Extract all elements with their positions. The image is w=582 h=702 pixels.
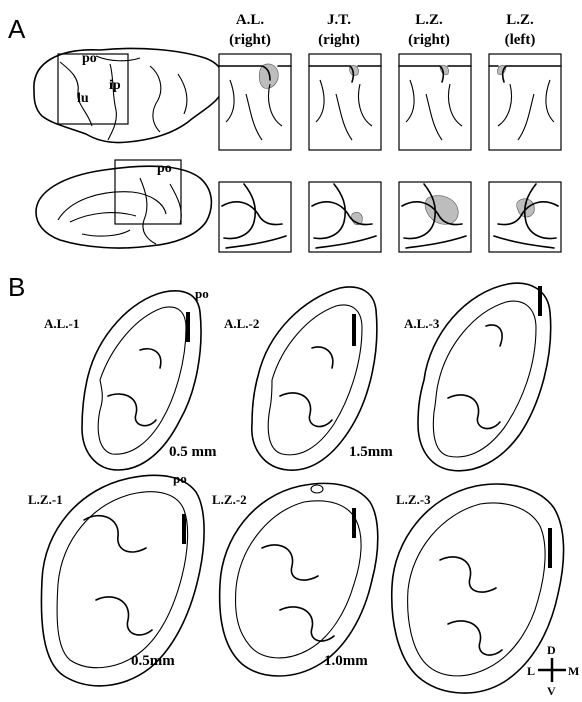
case-4-side: (left) <box>505 32 536 48</box>
case-2-side: (right) <box>318 32 360 48</box>
depth-label-al-1: 0.5 mm <box>169 444 217 460</box>
section-lz-1 <box>41 475 204 686</box>
inset-medial-jt <box>309 182 381 252</box>
panel-b-label: B <box>8 272 25 302</box>
depth-label-lz-1: 0.5mm <box>131 653 175 669</box>
inset-lateral-lz-left <box>489 54 561 150</box>
po-label-al-1: po <box>195 286 209 301</box>
lu-label: lu <box>77 91 89 106</box>
section-al-2 <box>252 287 377 470</box>
section-lz-3 <box>392 484 564 693</box>
inset-medial-al <box>219 182 291 252</box>
compass-lateral: L <box>527 664 535 678</box>
po-label-lz-1: po <box>173 471 187 486</box>
section-label-al-2: A.L.-2 <box>224 316 259 331</box>
ip-label: ip <box>109 78 121 93</box>
compass-dorsal: D <box>547 643 556 657</box>
orientation-compass <box>538 658 566 682</box>
case-1-name: A.L. <box>236 12 265 28</box>
po-label-medial: po <box>157 161 172 176</box>
section-label-lz-2: L.Z.-2 <box>212 492 247 507</box>
inset-lateral-al <box>219 54 291 150</box>
depth-label-al-2: 1.5mm <box>349 444 393 460</box>
po-label-lateral: po <box>82 51 97 66</box>
section-label-lz-1: L.Z.-1 <box>28 492 63 507</box>
compass-ventral: V <box>547 684 556 698</box>
section-al-3 <box>418 283 551 471</box>
depth-label-lz-2: 1.0mm <box>324 653 368 669</box>
section-label-lz-3: L.Z.-3 <box>396 492 431 507</box>
case-1-side: (right) <box>229 32 271 48</box>
case-3-name: L.Z. <box>415 12 443 28</box>
lateral-brain-drawing <box>34 48 224 142</box>
inset-medial-lz-left <box>489 182 561 252</box>
case-2-name: J.T. <box>327 12 351 28</box>
panel-a-label: A <box>8 14 26 44</box>
case-3-side: (right) <box>408 32 450 48</box>
compass-medial: M <box>568 664 579 678</box>
section-lz-2 <box>220 483 378 676</box>
inset-lateral-lz-right <box>399 54 471 150</box>
section-label-al-1: A.L.-1 <box>44 316 79 331</box>
inset-lateral-jt <box>309 54 381 150</box>
inset-medial-lz-right <box>399 182 471 252</box>
section-label-al-3: A.L.-3 <box>404 316 440 331</box>
case-4-name: L.Z. <box>506 12 534 28</box>
medial-brain-drawing <box>36 166 211 248</box>
